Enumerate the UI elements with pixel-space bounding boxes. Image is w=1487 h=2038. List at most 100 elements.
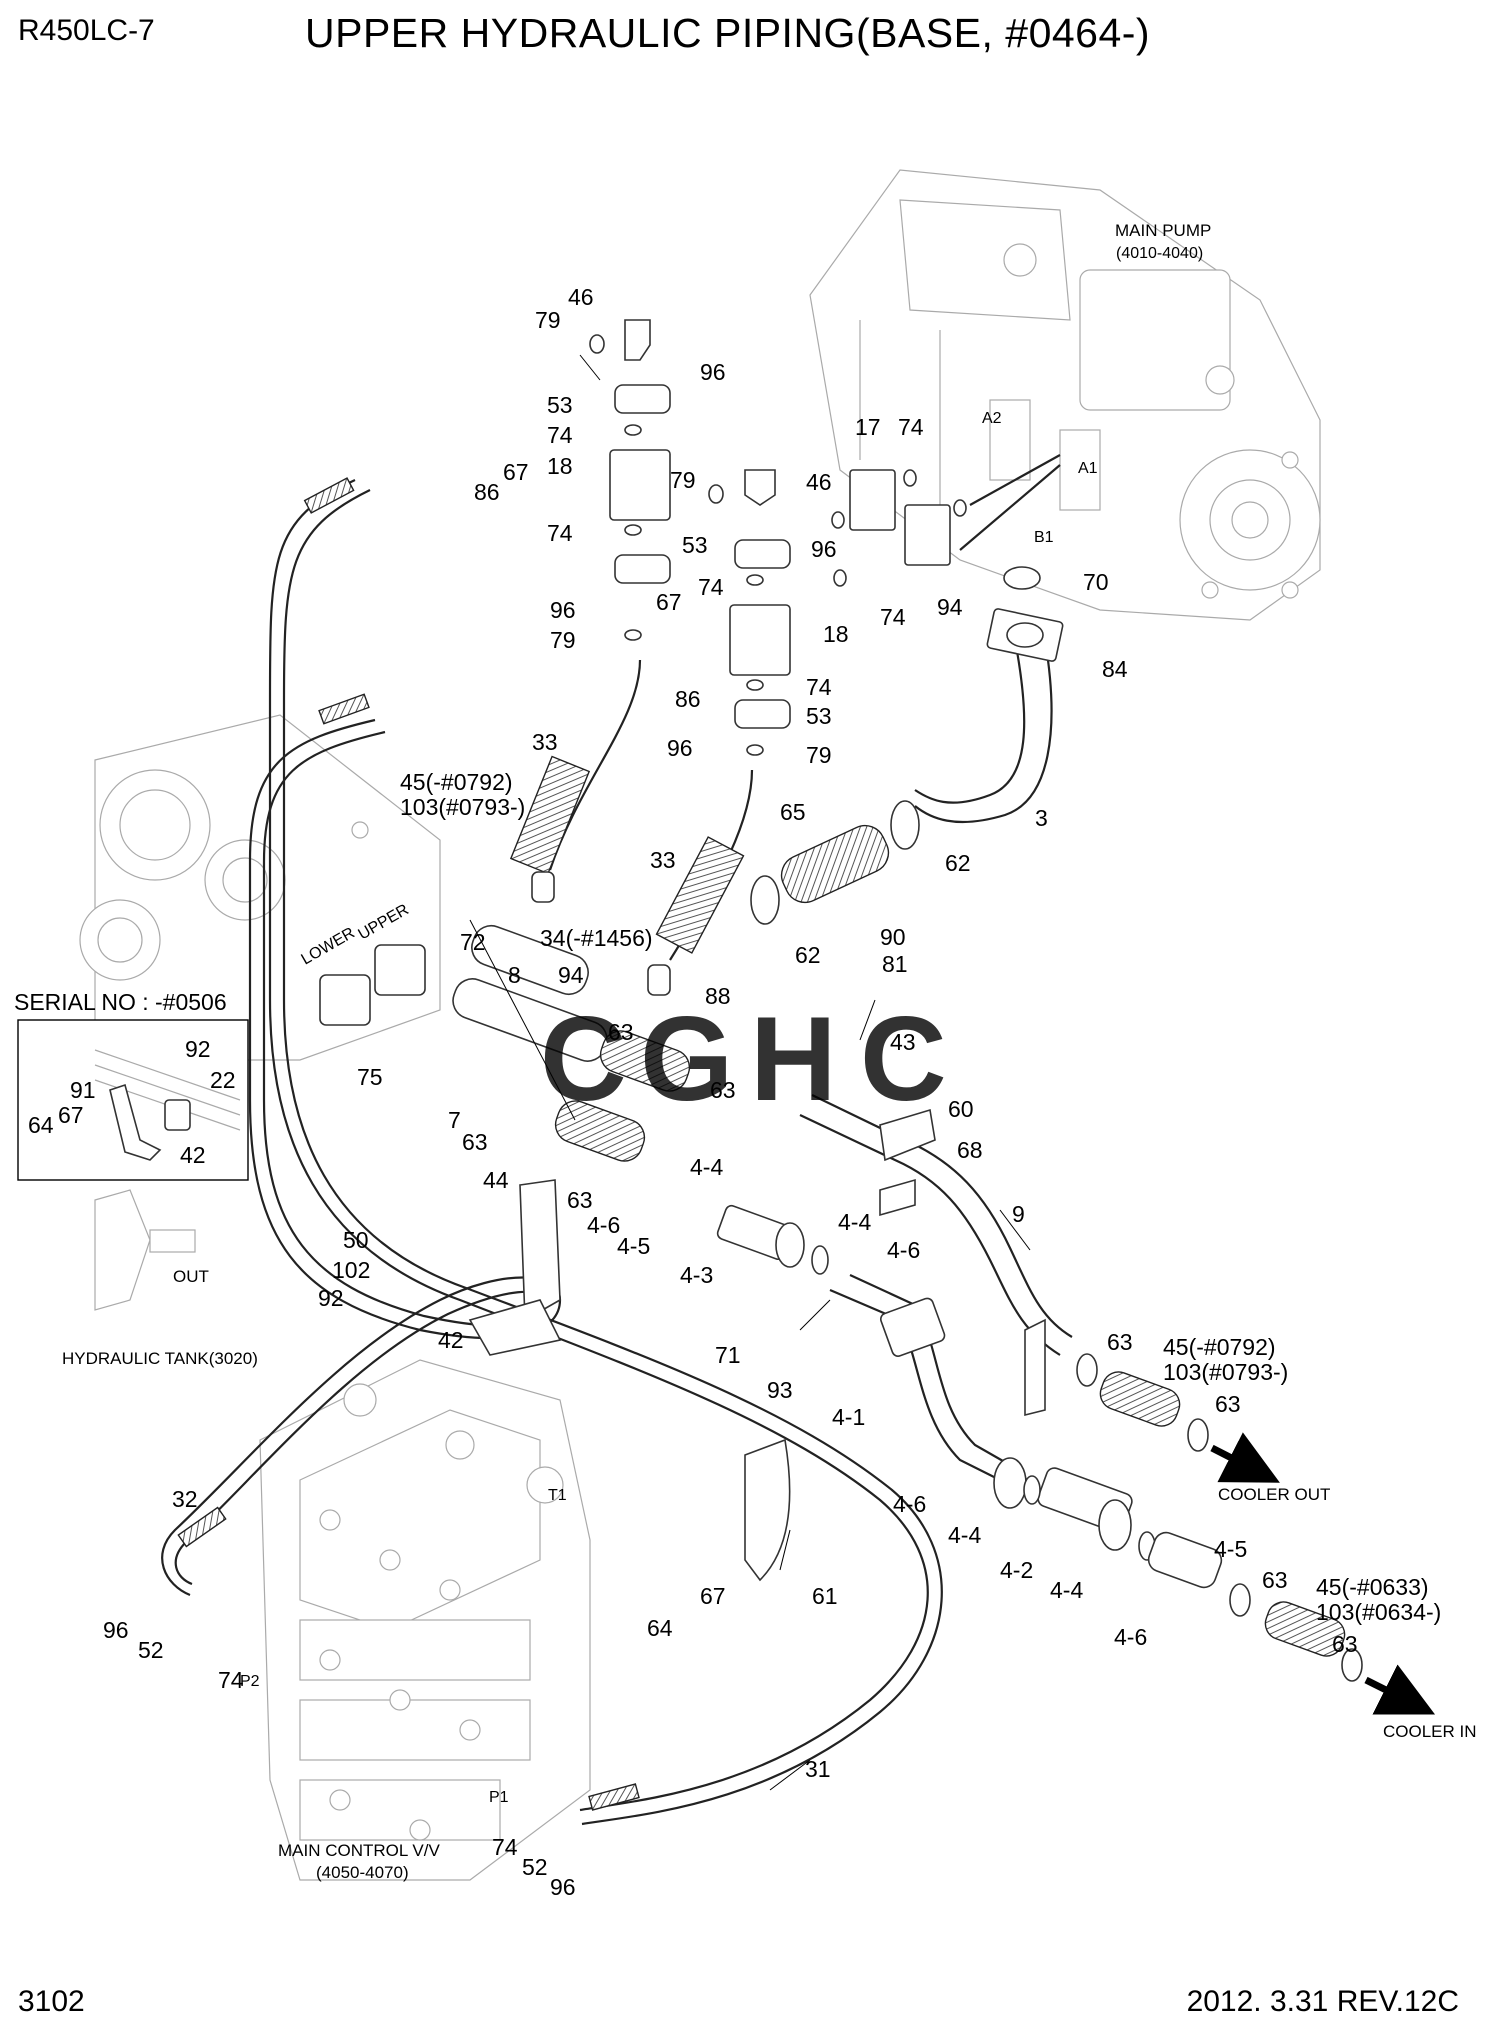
inset-callout-22: 22 (210, 1067, 236, 1093)
callout: 103(#0793-) (400, 794, 525, 820)
callout: 32 (172, 1486, 198, 1512)
callout: 45(-#0633) (1316, 1574, 1429, 1600)
flange-53-d (734, 699, 791, 729)
inset-callout-92: 92 (185, 1036, 211, 1062)
callout: 3 (1035, 805, 1048, 831)
callout: 33 (650, 847, 676, 873)
svg-text:G: G (640, 992, 733, 1126)
pipe-7-and-8 (452, 924, 691, 1162)
inset-callout-64: 64 (28, 1112, 54, 1138)
inset-callout-91: 91 (70, 1077, 96, 1103)
callout: 7 (448, 1107, 461, 1133)
callout: 4-4 (838, 1209, 871, 1235)
callout: 4-2 (1000, 1557, 1033, 1583)
serial-inset: SERIAL NO : -#0506 92 22 91 67 64 42 (14, 989, 249, 1181)
callout: 43 (890, 1029, 916, 1055)
mcv-label: MAIN CONTROL V/V (278, 1841, 440, 1860)
main-control-valve-drawing: MAIN CONTROL V/V (4050-4070) T1 P2 P1 (240, 1359, 591, 1882)
callout: 96 (811, 536, 837, 562)
callout: 63 (1332, 1631, 1358, 1657)
callout: 63 (1262, 1567, 1288, 1593)
callout: 96 (700, 359, 726, 385)
callout: 79 (550, 627, 576, 653)
callout: 103(#0793-) (1163, 1359, 1288, 1385)
callout: 102 (332, 1257, 370, 1283)
svg-text:H: H (750, 992, 837, 1126)
callout: 50 (343, 1227, 369, 1253)
callout: 74 (218, 1667, 244, 1693)
callout: 79 (806, 742, 832, 768)
callout: 63 (462, 1129, 488, 1155)
callout: 34(-#1456) (540, 925, 653, 951)
callout: 103(#0634-) (1316, 1599, 1441, 1625)
callout: 61 (812, 1583, 838, 1609)
pipe-4-1 (829, 1274, 1011, 1481)
callout: 44 (483, 1167, 509, 1193)
callout: 65 (780, 799, 806, 825)
tube-65 (750, 800, 920, 925)
callout: 53 (547, 392, 573, 418)
elbow-46-a (624, 319, 651, 361)
callout: 90 (880, 924, 906, 950)
port-a1-label: A1 (1078, 460, 1098, 477)
callout: 4-4 (690, 1154, 723, 1180)
callout: 63 (1107, 1329, 1133, 1355)
callout: 74 (492, 1834, 518, 1860)
inset-callout-67: 67 (58, 1102, 84, 1128)
callout: 45(-#0792) (1163, 1334, 1276, 1360)
callout: 4-4 (948, 1522, 981, 1548)
callout: 68 (957, 1137, 983, 1163)
callout: 62 (945, 850, 971, 876)
mcv-code: (4050-4070) (316, 1863, 409, 1882)
callout: 92 (318, 1285, 344, 1311)
callout: 4-1 (832, 1404, 865, 1430)
model-number: R450LC-7 (18, 14, 155, 47)
callout: 63 (710, 1077, 736, 1103)
watermark: C G H C (540, 992, 947, 1126)
port-b1-label: B1 (1034, 529, 1054, 546)
page-title: UPPER HYDRAULIC PIPING(BASE, #0464-) (305, 10, 1151, 56)
hose-33-right (647, 769, 754, 996)
leader-lines (469, 354, 1031, 1791)
callout: 96 (667, 735, 693, 761)
callout: 46 (806, 469, 832, 495)
callout: 42 (438, 1327, 464, 1353)
callout: 4-4 (1050, 1577, 1083, 1603)
flange-53-c (734, 539, 791, 569)
callout: 94 (558, 962, 584, 988)
callout: 67 (503, 459, 529, 485)
callout: 70 (1083, 569, 1109, 595)
callout: 53 (682, 532, 708, 558)
block-17-b (904, 504, 951, 566)
block-17-a (849, 469, 896, 531)
callout: 18 (547, 453, 573, 479)
callout: 53 (806, 703, 832, 729)
upper-fittings (589, 319, 1061, 756)
callout: 52 (138, 1637, 164, 1663)
callout: 52 (522, 1854, 548, 1880)
svg-text:C: C (540, 992, 627, 1126)
callout: 96 (550, 597, 576, 623)
callout: 88 (705, 983, 731, 1009)
callout: 67 (656, 589, 682, 615)
callout: 67 (700, 1583, 726, 1609)
port-t1-label: T1 (548, 1487, 567, 1504)
callout: 8 (508, 962, 521, 988)
callout: 74 (547, 520, 573, 546)
callout: 96 (550, 1874, 576, 1900)
hose-33-left (509, 659, 642, 903)
callout: 84 (1102, 656, 1128, 682)
callout: 4-5 (1214, 1536, 1247, 1562)
hydraulic-tank-label: HYDRAULIC TANK(3020) (62, 1349, 258, 1368)
callout: 18 (823, 621, 849, 647)
callout: 60 (948, 1096, 974, 1122)
callout: 93 (767, 1377, 793, 1403)
callout: 45(-#0792) (400, 769, 513, 795)
callout: 17 (855, 414, 881, 440)
callout: 72 (460, 929, 486, 955)
serial-inset-frame (17, 1019, 249, 1181)
callout: 9 (1012, 1201, 1025, 1227)
callout: 64 (647, 1615, 673, 1641)
port-p1-label: P1 (489, 1789, 509, 1806)
hose-31 (268, 477, 943, 1826)
